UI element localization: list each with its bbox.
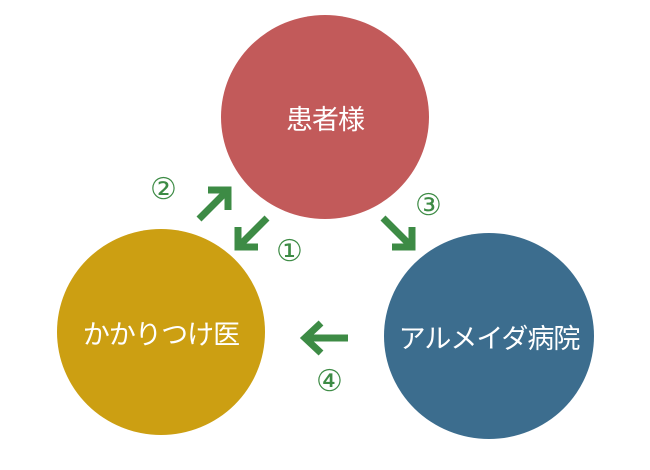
hospital-label: アルメイダ病院 (398, 323, 581, 355)
patient-label: 患者様 (286, 104, 365, 136)
family-doctor-node: かかりつけ医 (57, 229, 265, 435)
arrow-down-right-icon (380, 215, 416, 251)
arrow-up-right-icon (196, 186, 232, 222)
hospital-node: アルメイダ病院 (384, 233, 594, 439)
family-doctor-label: かかりつけ医 (82, 319, 240, 351)
step-number-2: ② (150, 172, 177, 207)
step-number-1: ① (276, 234, 303, 269)
step-number-3: ③ (415, 188, 442, 223)
arrow-down-left-icon (234, 215, 270, 251)
arrow-left-icon (299, 320, 348, 356)
patient-node: 患者様 (221, 15, 429, 219)
step-number-4: ④ (316, 364, 343, 399)
